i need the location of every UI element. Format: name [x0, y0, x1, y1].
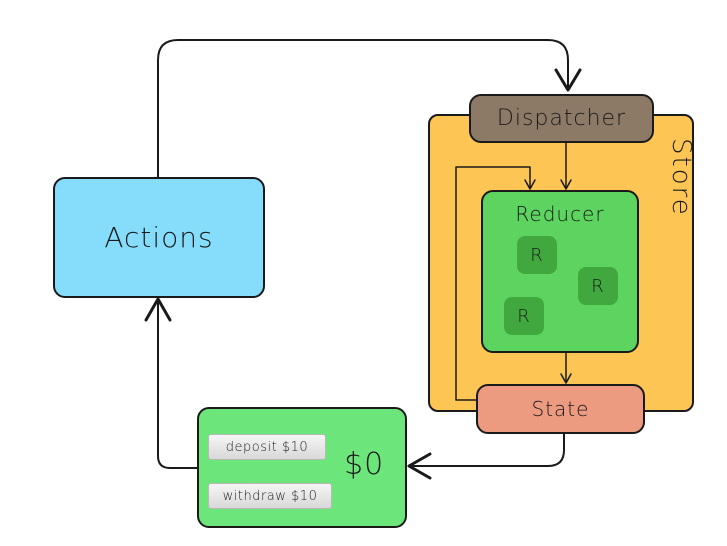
arrowhead-actions: [144, 297, 172, 322]
dispatcher-box: Dispatcher: [469, 94, 654, 143]
arrowhead-dispatcher: [554, 68, 582, 92]
withdraw-button[interactable]: withdraw $10: [208, 483, 332, 509]
store-label: Store: [666, 137, 696, 217]
arrowhead-view: [407, 452, 432, 480]
deposit-button[interactable]: deposit $10: [208, 434, 326, 460]
reducer-item: R: [504, 297, 544, 335]
balance-display: $0: [344, 447, 385, 482]
actions-box: Actions: [53, 177, 265, 298]
reducer-label: Reducer: [515, 202, 605, 226]
state-box: State: [476, 384, 645, 434]
view-box: deposit $10 withdraw $10 $0: [197, 407, 407, 528]
arrow-state-to-view: [409, 433, 565, 467]
arrow-view-to-actions: [157, 299, 198, 469]
dispatcher-label: Dispatcher: [496, 106, 627, 131]
state-label: State: [531, 397, 590, 421]
actions-label: Actions: [104, 221, 214, 254]
reducer-item: R: [578, 267, 618, 305]
reducer-item: R: [517, 236, 557, 274]
reducer-box: Reducer R R R: [481, 190, 639, 353]
